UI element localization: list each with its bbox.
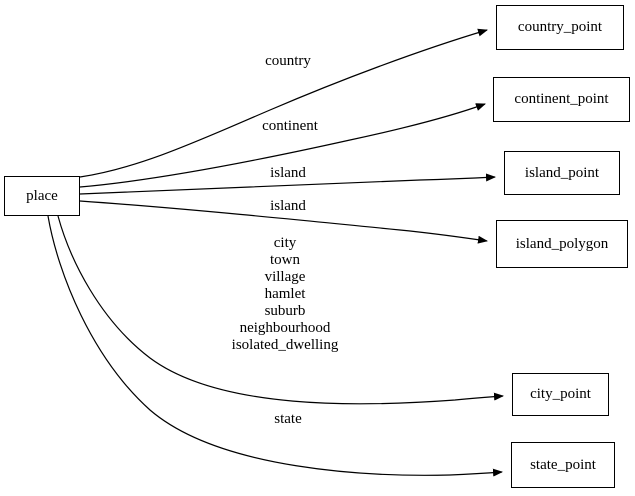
edge-label-place-to-island_polygon: island [270,198,306,214]
node-place[interactable]: place [4,176,80,216]
edge-label-place-to-state_point: state [274,411,302,427]
node-city_point[interactable]: city_point [512,373,609,416]
edge-place-to-island_polygon [79,200,488,244]
edge-label-place-to-continent_point: continent [262,118,318,134]
edge-place-to-country_point [79,28,488,178]
edge-place-to-city_point [57,215,504,405]
node-continent_point[interactable]: continent_point [493,77,630,122]
node-label: state_point [530,456,596,473]
node-island_point[interactable]: island_point [504,151,620,195]
node-label: place [26,187,58,204]
edge-place-to-continent_point [79,103,486,188]
edge-place-to-state_point [47,215,503,477]
node-country_point[interactable]: country_point [496,5,624,50]
node-label: island_point [524,164,600,181]
node-label: continent_point [514,91,609,107]
node-island_polygon[interactable]: island_polygon [496,220,628,268]
edge-label-place-to-country_point: country [265,53,311,69]
edge-label-place-to-city_point: city town village hamlet suburb neighbou… [231,235,339,353]
edge-paths [47,28,504,477]
edge-place-to-island_point [79,173,496,195]
node-label: country_point [517,19,603,35]
node-state_point[interactable]: state_point [511,442,615,488]
node-label: island_polygon [515,235,609,252]
node-label: city_point [530,386,591,402]
edge-label-place-to-island_point: island [270,165,306,181]
